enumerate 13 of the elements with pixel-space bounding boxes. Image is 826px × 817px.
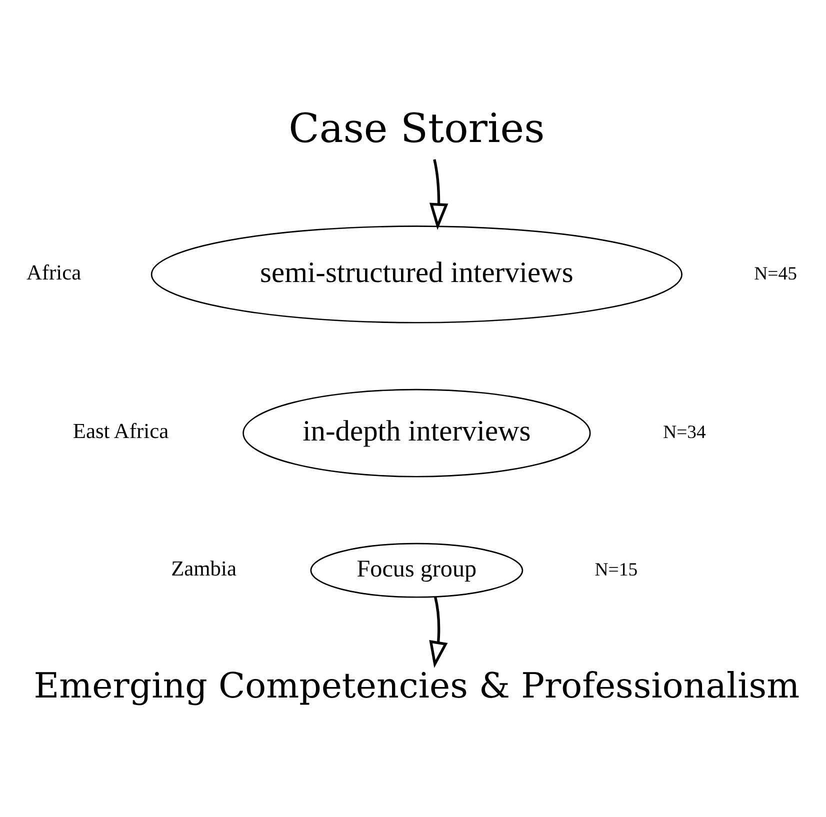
arrow (429, 158, 448, 230)
node-label: East Africa (72, 418, 169, 443)
node-label: N=34 (663, 422, 706, 443)
arrow (429, 596, 448, 668)
node-label: Zambia (171, 556, 236, 580)
node-ellipse: semi-structured interviews (150, 225, 682, 323)
node-label: N=15 (594, 558, 638, 580)
node-label: N=45 (754, 262, 797, 284)
node-ellipse: Focus group (310, 542, 524, 598)
node-label: Africa (26, 260, 82, 284)
node-ellipse: in-depth interviews (242, 388, 591, 477)
node-text: Emerging Competencies & Professionalism (34, 666, 800, 706)
node-text: Case Stories (288, 105, 545, 152)
